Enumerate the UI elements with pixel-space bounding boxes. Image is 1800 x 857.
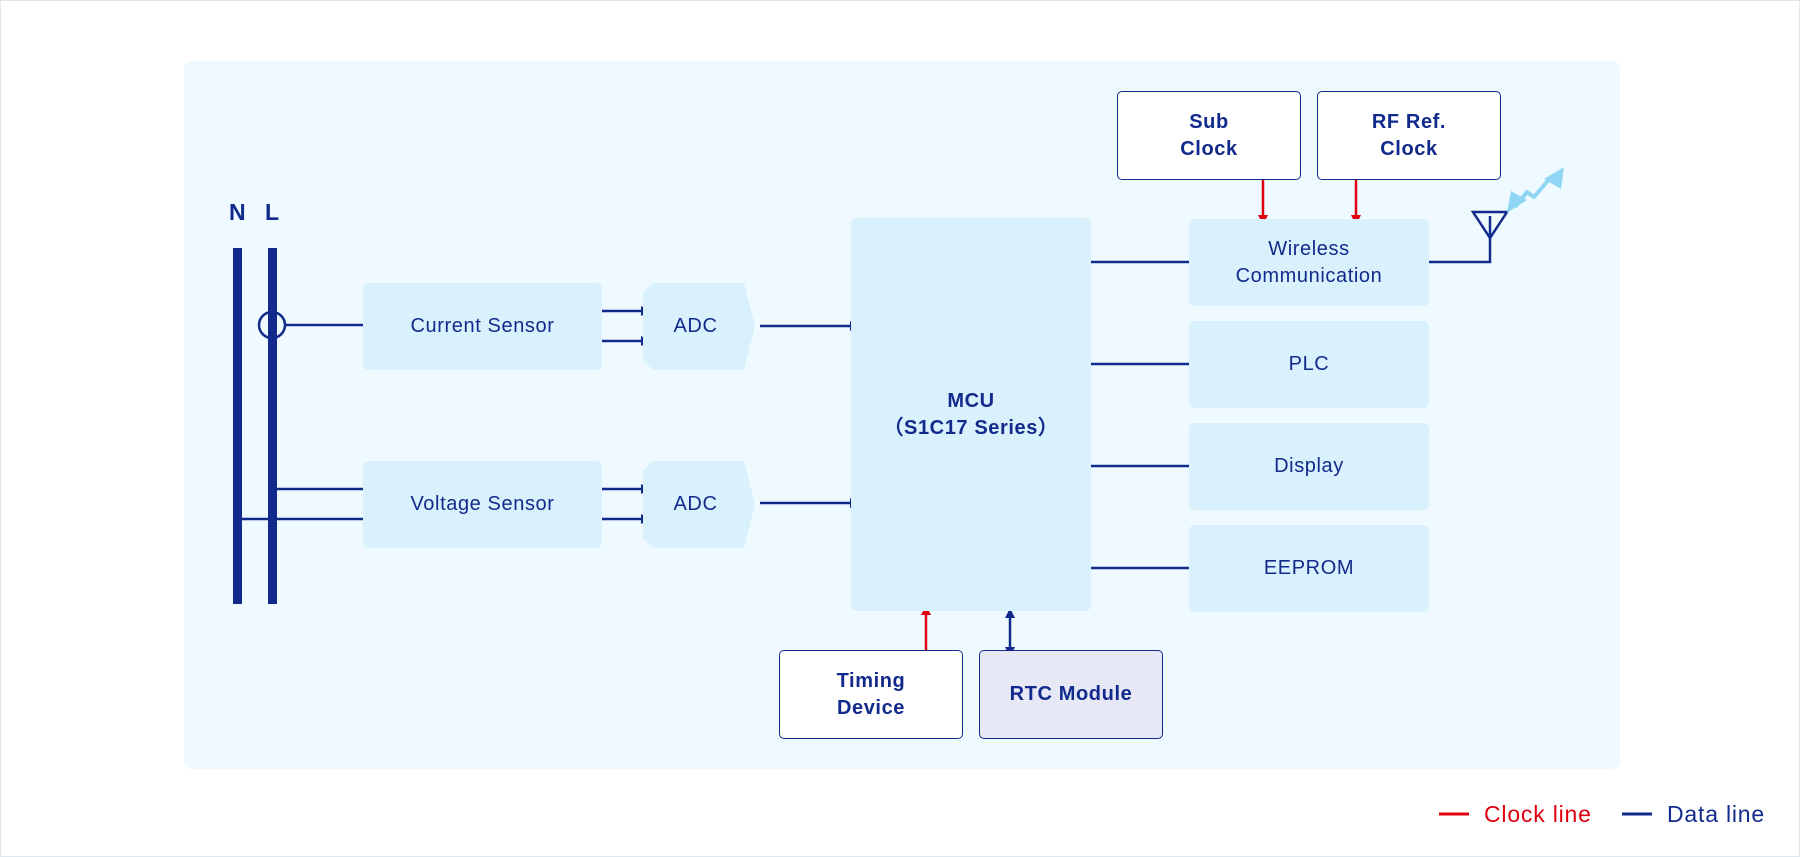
current-sensor-block: Current Sensor [363, 283, 602, 370]
display-block: Display [1189, 423, 1429, 510]
rtc-module-block: RTC Module [979, 650, 1163, 739]
rf-ref-clock-block: RF Ref. Clock [1317, 91, 1501, 180]
legend-data-label: Data line [1667, 800, 1765, 827]
voltage-sensor-block: Voltage Sensor [363, 461, 602, 548]
mcu-series-label: （S1C17 Series） [883, 416, 1059, 439]
display-label: Display [1274, 455, 1344, 477]
legend-clock-label: Clock line [1484, 800, 1592, 827]
adc-top-label: ADC [673, 315, 718, 337]
wireless-communication-block: Wireless Communication [1189, 219, 1429, 306]
eeprom-block: EEPROM [1189, 525, 1429, 612]
wireless-signal-icon [1507, 167, 1564, 213]
rtc-module-label: RTC Module [1009, 683, 1133, 705]
mcu-block: MCU （S1C17 Series） [851, 218, 1091, 611]
legend-data-line: Data line [1667, 801, 1765, 827]
rf-ref-clock-label: RF Ref. Clock [1371, 110, 1447, 160]
current-sensor-label: Current Sensor [410, 315, 555, 337]
mcu-title: MCU [947, 389, 995, 412]
eeprom-label: EEPROM [1263, 557, 1355, 579]
plc-block: PLC [1189, 321, 1429, 408]
wireless-communication-label: Wireless Communication [1235, 237, 1383, 287]
plc-label: PLC [1288, 353, 1330, 375]
l-bus-bar [268, 248, 277, 604]
voltage-sensor-label: Voltage Sensor [410, 493, 555, 515]
sub-clock-label: Sub Clock [1180, 110, 1238, 160]
antenna-icon [1429, 210, 1510, 264]
adc-bottom-label: ADC [673, 493, 718, 515]
adc-block-bottom: ADC [643, 461, 758, 548]
n-bus-label: N [229, 199, 246, 225]
n-bus-bar [233, 248, 242, 604]
l-bus-label: L [265, 199, 280, 225]
timing-device-label: Timing Device [836, 669, 906, 719]
legend-clock-line: Clock line [1484, 801, 1592, 827]
adc-block-top: ADC [643, 283, 758, 370]
timing-device-block: Timing Device [779, 650, 963, 739]
sub-clock-block: Sub Clock [1117, 91, 1301, 180]
